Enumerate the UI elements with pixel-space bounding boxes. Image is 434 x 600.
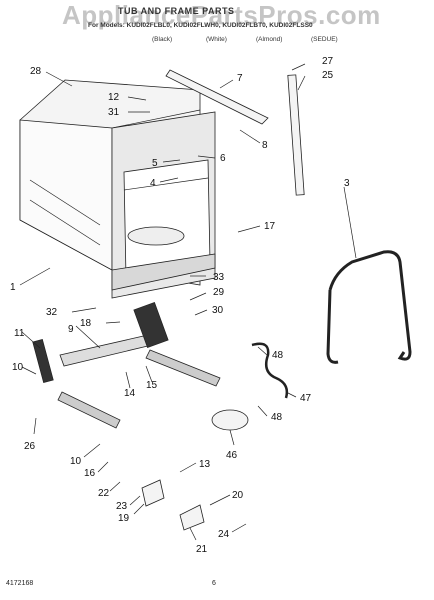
color-sedue: (SEDUE) — [311, 36, 338, 43]
watermark: AppliancePartsPros.com — [62, 0, 381, 30]
callout-21: 21 — [196, 544, 208, 555]
callout-47: 47 — [300, 393, 312, 404]
callout-9: 9 — [68, 324, 74, 335]
callout-22: 22 — [98, 488, 110, 499]
callout-29: 29 — [213, 287, 225, 298]
callout-5: 5 — [152, 158, 158, 169]
callout-23: 23 — [116, 501, 128, 512]
callout-10: 10 — [12, 362, 24, 373]
callout-4: 4 — [150, 178, 156, 189]
vent-strip — [287, 74, 305, 196]
callout-18: 18 — [80, 318, 92, 329]
callout-3: 3 — [344, 178, 350, 189]
callout-31: 31 — [108, 107, 120, 118]
bracket-19 — [141, 479, 165, 507]
callout-12: 12 — [108, 92, 120, 103]
model-list: For Models: KUDI02FLBL0, KUDI02FLWH0, KU… — [88, 22, 313, 29]
base-frame — [32, 301, 221, 429]
callout-30: 30 — [212, 305, 224, 316]
color-black: (Black) — [152, 36, 173, 43]
part-number: 4172168 — [6, 580, 34, 587]
callout-17: 17 — [264, 221, 276, 232]
tub-front-frame — [111, 111, 216, 299]
callout-15: 15 — [146, 380, 158, 391]
callout-6: 6 — [220, 153, 226, 164]
callout-10b: 10 — [70, 456, 82, 467]
callout-7: 7 — [237, 73, 243, 84]
callout-19: 19 — [118, 513, 130, 524]
callout-26: 26 — [24, 441, 36, 452]
callout-11: 11 — [14, 328, 25, 339]
page-number: 6 — [212, 580, 216, 587]
callout-48b: 48 — [271, 412, 283, 423]
callout-1: 1 — [10, 282, 16, 293]
callout-25: 25 — [322, 70, 334, 81]
callout-16: 16 — [84, 468, 96, 479]
drain-hose — [251, 342, 289, 399]
callout-13: 13 — [199, 459, 211, 470]
callout-27: 27 — [322, 56, 334, 67]
bracket-21 — [179, 504, 205, 531]
callout-20: 20 — [232, 490, 244, 501]
callout-33: 33 — [213, 272, 225, 283]
color-almond: (Almond) — [256, 36, 283, 43]
callout-32: 32 — [46, 307, 58, 318]
callout-14: 14 — [124, 388, 136, 399]
callout-24: 24 — [218, 529, 230, 540]
drain-pump — [211, 409, 249, 431]
leader-lines — [19, 63, 357, 541]
callout-28: 28 — [30, 66, 42, 77]
callout-48: 48 — [272, 350, 284, 361]
top-rail — [165, 69, 269, 125]
door-gasket — [328, 250, 412, 361]
callout-46: 46 — [226, 450, 238, 461]
callout-8: 8 — [262, 140, 268, 151]
diagram-title: TUB AND FRAME PARTS — [118, 6, 235, 16]
callouts: 28 12 31 7 27 25 5 6 8 4 3 17 1 33 29 32… — [10, 56, 350, 555]
color-white: (White) — [206, 36, 227, 43]
